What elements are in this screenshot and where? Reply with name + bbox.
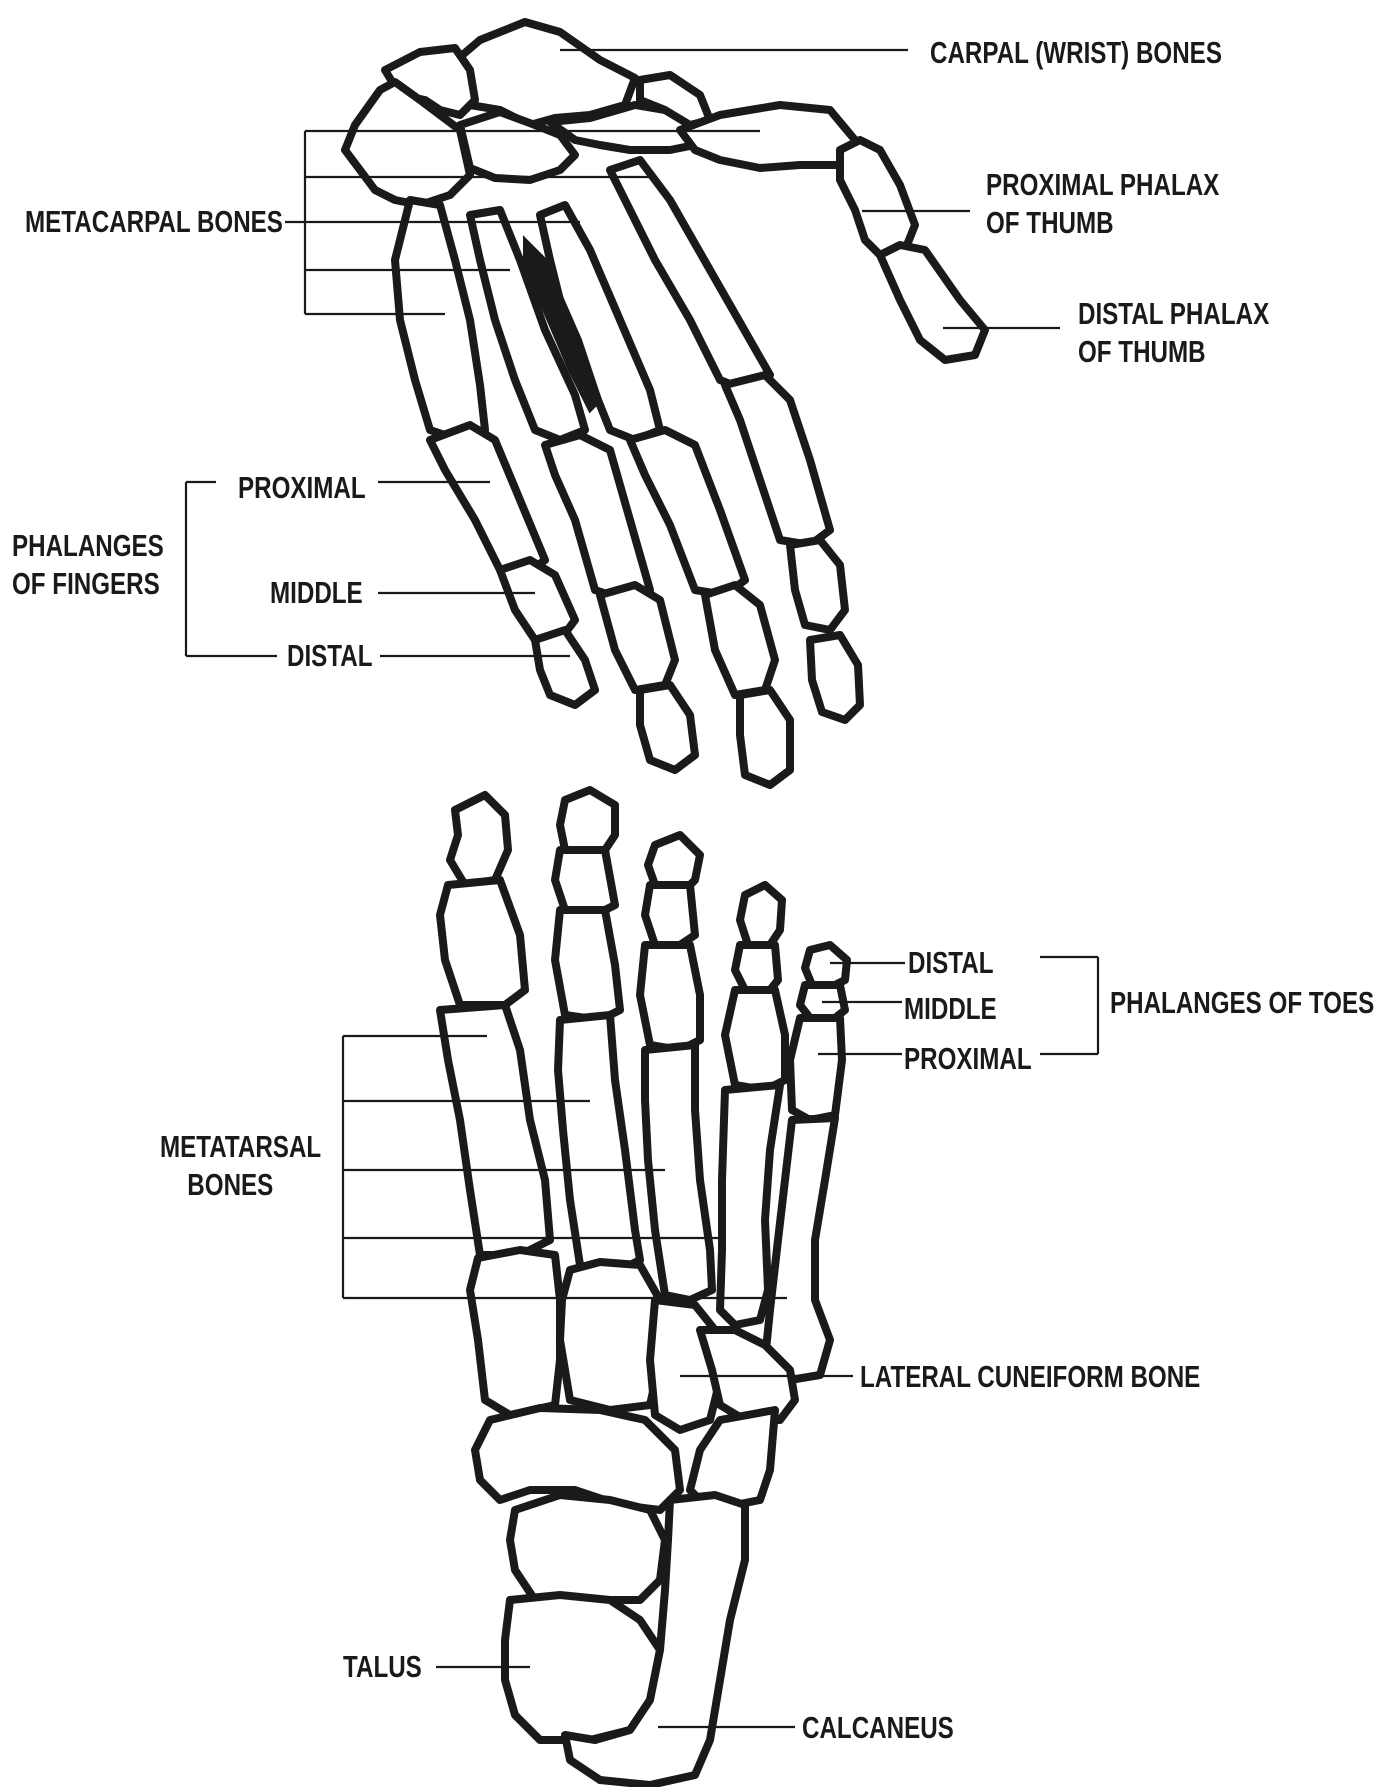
label-calcaneus: CALCANEUS bbox=[802, 1709, 954, 1747]
label-finger-proximal: PROXIMAL bbox=[238, 469, 366, 507]
label-proximal-phalanx-thumb: PROXIMAL PHALAX OF THUMB bbox=[986, 166, 1219, 242]
hand-skeleton bbox=[345, 22, 985, 785]
label-toe-middle: MIDDLE bbox=[904, 990, 997, 1028]
label-distal-thumb-line2: OF THUMB bbox=[1078, 333, 1269, 371]
label-metatarsal-line2: BONES bbox=[160, 1166, 321, 1204]
label-toe-distal: DISTAL bbox=[908, 944, 994, 982]
label-finger-distal: DISTAL bbox=[287, 637, 373, 675]
label-distal-phalanx-thumb: DISTAL PHALAX OF THUMB bbox=[1078, 295, 1269, 371]
label-proximal-thumb-line1: PROXIMAL PHALAX bbox=[986, 166, 1219, 204]
label-metatarsal-line1: METATARSAL bbox=[160, 1128, 321, 1166]
label-distal-thumb-line1: DISTAL PHALAX bbox=[1078, 295, 1269, 333]
label-metacarpal-bones: METACARPAL BONES bbox=[25, 203, 283, 241]
label-phalanges-of-toes: PHALANGES OF TOES bbox=[1110, 984, 1374, 1022]
tarsal-bones bbox=[470, 1250, 795, 1785]
label-metatarsal-bones: METATARSAL BONES bbox=[160, 1128, 321, 1204]
label-talus: TALUS bbox=[343, 1648, 422, 1686]
label-carpal-bones: CARPAL (WRIST) BONES bbox=[930, 34, 1222, 72]
label-toe-proximal: PROXIMAL bbox=[904, 1040, 1032, 1078]
label-phalanges-fingers-line2: OF FINGERS bbox=[12, 565, 164, 603]
foot-skeleton bbox=[440, 790, 847, 1785]
label-proximal-thumb-line2: OF THUMB bbox=[986, 204, 1219, 242]
label-phalanges-of-fingers: PHALANGES OF FINGERS bbox=[12, 527, 164, 603]
finger-phalanges bbox=[430, 375, 860, 785]
label-lateral-cuneiform-bone: LATERAL CUNEIFORM BONE bbox=[860, 1358, 1200, 1396]
label-finger-middle: MIDDLE bbox=[270, 574, 363, 612]
label-phalanges-fingers-line1: PHALANGES bbox=[12, 527, 164, 565]
metacarpal-bones bbox=[395, 160, 770, 440]
